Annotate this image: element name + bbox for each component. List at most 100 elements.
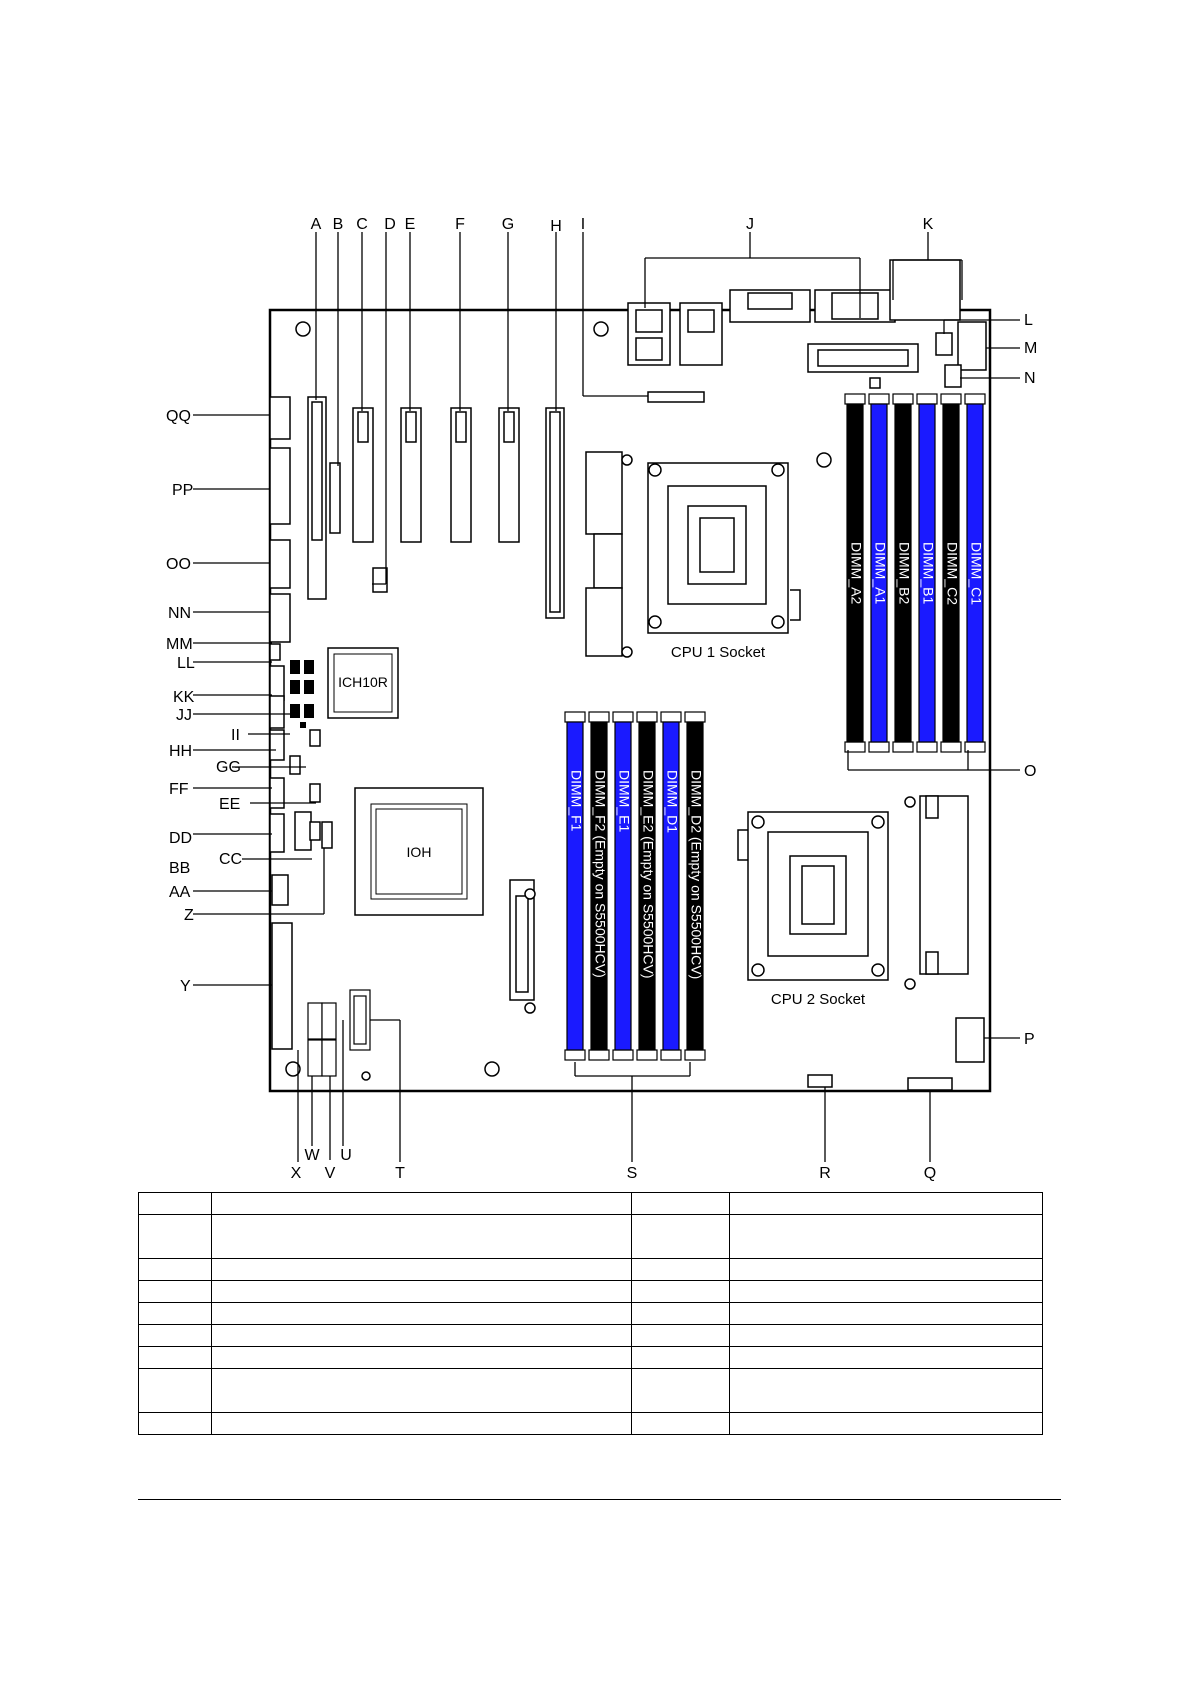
table-cell	[729, 1214, 1043, 1259]
dimm-label: DIMM_E2 (Empty on S5500HCV)	[640, 770, 656, 979]
callout-j: J	[746, 216, 754, 233]
callout-k: K	[923, 216, 934, 233]
callout-g: G	[502, 216, 514, 233]
dimm-slot: DIMM_B1	[916, 393, 938, 753]
dimm-label: DIMM_B2	[896, 542, 912, 604]
ich10r-chip	[327, 647, 399, 719]
cpu2-socket-label: CPU 2 Socket	[771, 991, 866, 1008]
table-row	[138, 1258, 1043, 1281]
table-cell	[631, 1214, 731, 1259]
callout-h: H	[550, 218, 562, 235]
dimm-label: DIMM_B1	[920, 542, 936, 604]
callout-s: S	[627, 1165, 638, 1182]
table-cell	[631, 1324, 731, 1347]
table-cell	[729, 1258, 1043, 1281]
dimm-slot: DIMM_C2	[940, 393, 962, 753]
dimm-label: DIMM_C1	[968, 542, 984, 605]
callout-m: M	[1024, 340, 1037, 357]
dimm-slot: DIMM_A1	[868, 393, 890, 753]
callout-r: R	[819, 1165, 831, 1182]
table-cell	[138, 1302, 212, 1325]
table-cell	[138, 1192, 212, 1215]
table-cell	[138, 1258, 212, 1281]
table-cell	[138, 1368, 212, 1413]
table-row	[138, 1368, 1043, 1413]
callout-v: V	[325, 1165, 336, 1182]
callout-x: X	[291, 1165, 302, 1182]
motherboard-diagram: ICH10R IOH CPU 1 Socket	[166, 216, 1037, 1182]
table-cell	[729, 1280, 1043, 1303]
callout-f: F	[455, 216, 465, 233]
callout-y: Y	[180, 978, 191, 995]
callout-pp: PP	[172, 482, 193, 499]
bottom-headers	[307, 989, 371, 1077]
mounting-holes	[285, 321, 832, 1081]
table-row	[138, 1192, 1043, 1215]
midboard-bracket	[509, 879, 536, 1014]
dimm-label: DIMM_F1	[568, 770, 584, 832]
callout-d: D	[384, 216, 396, 233]
table-row	[138, 1214, 1043, 1259]
dimm-label: DIMM_A1	[872, 542, 888, 604]
callout-ff: FF	[169, 781, 189, 798]
callout-q: Q	[924, 1165, 936, 1182]
table-cell	[210, 1214, 633, 1259]
left-headers	[269, 396, 333, 1050]
table-cell	[138, 1412, 212, 1435]
callout-t: T	[395, 1165, 405, 1182]
dimm-slot: DIMM_D1	[660, 711, 682, 1061]
callout-n: N	[1024, 370, 1036, 387]
table-cell	[631, 1192, 731, 1215]
table-cell	[210, 1258, 633, 1281]
callout-i: I	[581, 216, 585, 233]
dimm-slot: DIMM_E1	[612, 711, 634, 1061]
ich10r-label: ICH10R	[338, 674, 388, 690]
table-cell	[138, 1280, 212, 1303]
callout-gg: GG	[216, 759, 241, 776]
rear-io-connectors	[627, 259, 961, 373]
callout-labels: A B C D E F G H I J K L M N O P Q R S T …	[166, 216, 1037, 1182]
dimm-slot: DIMM_F1	[564, 711, 586, 1061]
callout-nn: NN	[168, 605, 191, 622]
cpu1-socket-label: CPU 1 Socket	[671, 644, 766, 661]
callout-aa: AA	[169, 884, 191, 901]
callout-z: Z	[184, 907, 194, 924]
callout-kk: KK	[173, 689, 195, 706]
dimm-label: DIMM_D1	[664, 770, 680, 833]
callout-o: O	[1024, 763, 1036, 780]
table-cell	[210, 1368, 633, 1413]
callout-mm: MM	[166, 636, 193, 653]
dimm-label: DIMM_F2 (Empty on S5500HCV)	[592, 770, 608, 978]
callout-bb: BB	[169, 860, 190, 877]
callout-jj: JJ	[176, 707, 192, 724]
table-row	[138, 1280, 1043, 1303]
callout-ee: EE	[219, 796, 240, 813]
table-cell	[631, 1368, 731, 1413]
callout-p: P	[1024, 1031, 1035, 1048]
table-cell	[631, 1258, 731, 1281]
table-cell	[210, 1412, 633, 1435]
table-row	[138, 1302, 1043, 1325]
ioh-label: IOH	[407, 844, 432, 860]
table-row	[138, 1412, 1043, 1435]
callout-qq: QQ	[166, 408, 191, 425]
callout-ii: II	[231, 727, 240, 744]
jumper-blocks	[290, 660, 314, 728]
callout-c: C	[356, 216, 368, 233]
table-cell	[631, 1346, 731, 1369]
callout-e: E	[405, 216, 416, 233]
callout-ll: LL	[177, 655, 195, 672]
table-cell	[729, 1368, 1043, 1413]
table-row	[138, 1324, 1043, 1347]
dimm-slot: DIMM_D2 (Empty on S5500HCV)	[684, 711, 706, 1061]
table-cell	[631, 1280, 731, 1303]
dimm-slot: DIMM_F2 (Empty on S5500HCV)	[588, 711, 610, 1061]
callout-dd: DD	[169, 830, 192, 847]
callout-hh: HH	[169, 743, 192, 760]
cpu2-socket	[737, 795, 969, 990]
callout-oo: OO	[166, 556, 191, 573]
footer-rule	[138, 1499, 1061, 1500]
table-cell	[729, 1302, 1043, 1325]
